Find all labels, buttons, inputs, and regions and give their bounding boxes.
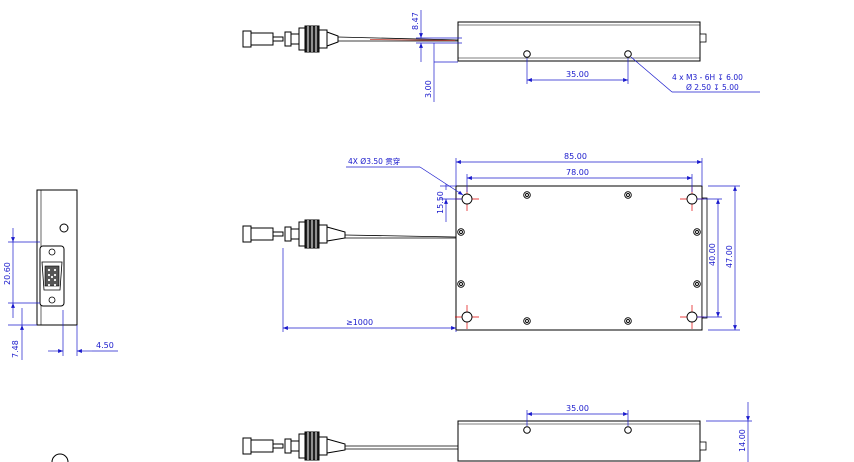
- dim-bottom-hole-spacing: 35.00: [566, 404, 589, 413]
- top-view: 8.47 3.00 35.00 4 x M3 - 6H ↧ 6.00 Ø 2.5…: [242, 10, 760, 102]
- dim-top-hole-spacing: 35.00: [566, 70, 589, 79]
- small-holes: [457, 191, 701, 325]
- side-view: 20.60 7.48 4.50: [3, 189, 118, 360]
- fiber-top: [337, 36, 459, 42]
- dim-hole-length: 78.00: [566, 168, 589, 177]
- module-body-bottom: [457, 420, 701, 462]
- fiber-connector-main: [242, 219, 346, 249]
- dim-fiber-length: ≥1000: [346, 318, 373, 327]
- dim-top-offset: 3.00: [424, 80, 433, 98]
- dim-bottom-offset: 7.48: [11, 340, 20, 358]
- hole-bottom-2: [624, 426, 632, 434]
- fiber-connector-bottom: [242, 431, 346, 461]
- hole-top-2: [624, 50, 632, 58]
- through-holes: [455, 187, 704, 329]
- hole-top-1: [523, 50, 531, 58]
- hole-bottom-1: [523, 426, 531, 434]
- bottom-view: 35.00 14.00: [51, 402, 752, 462]
- dim-connector-height: 20.60: [3, 262, 12, 285]
- dim-hole-width: 40.00: [708, 243, 717, 266]
- dim-depth: 4.50: [96, 341, 114, 350]
- dim-bottom-height: 14.00: [738, 429, 747, 452]
- dim-edge-offset: 15.50: [436, 191, 445, 214]
- main-view: 85.00 78.00 15.50 4X Ø3.50 贯穿 40.00 47.0…: [242, 152, 740, 332]
- callout-thread: 4 x M3 - 6H ↧ 6.00: [672, 73, 743, 82]
- dim-overall-length: 85.00: [564, 152, 587, 161]
- db9-connector: [39, 245, 65, 307]
- arc-mark: [51, 453, 69, 462]
- fiber-connector-top: [242, 25, 339, 53]
- mount-hole-side: [59, 223, 69, 233]
- module-body-main: [455, 185, 703, 331]
- module-body-top: [457, 21, 701, 62]
- dim-overall-width: 47.00: [725, 245, 734, 268]
- callout-drill: Ø 2.50 ↧ 5.00: [686, 83, 739, 92]
- fiber-main: [344, 234, 457, 239]
- dim-top-height: 8.47: [411, 12, 420, 30]
- callout-through-holes: 4X Ø3.50 贯穿: [348, 156, 400, 166]
- fiber-bottom: [345, 445, 458, 450]
